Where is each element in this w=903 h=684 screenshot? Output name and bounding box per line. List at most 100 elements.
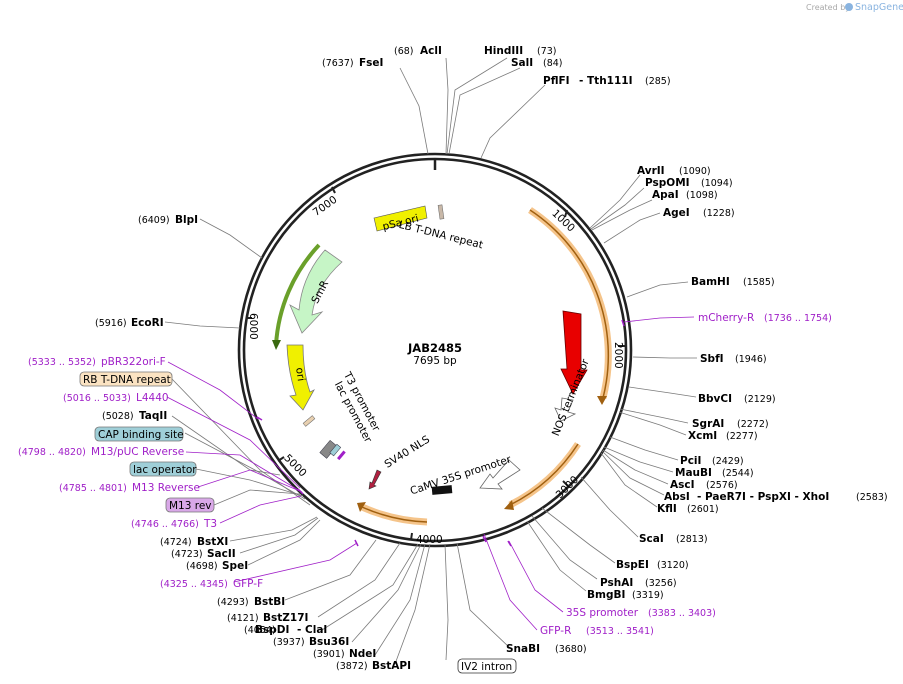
sacii-name: SacII: [207, 548, 236, 560]
sgrai-name: SgrAI: [692, 418, 724, 430]
apai-pos: (1098): [686, 190, 718, 201]
iv2-intron-marker: [431, 485, 453, 495]
cap-site-marker: [329, 443, 342, 457]
bsu36i-pos: (3937): [273, 637, 305, 648]
feature-arc-1-head: [597, 396, 607, 405]
absi-pos: (2583): [856, 492, 888, 503]
backbone-outer: [237, 152, 633, 548]
pflfi-pos: (285): [645, 76, 671, 87]
leader-lines: [164, 57, 697, 665]
mcherry-r-range: (1736 .. 1754): [764, 313, 832, 324]
iv2-intron-label: IV2 intron: [461, 661, 512, 673]
bstapi-name: BstAPI: [372, 660, 411, 672]
sv40-nls-label: SV40 NLS: [382, 433, 432, 470]
branding-name: SnapGene: [855, 2, 903, 13]
p35s-range: (3383 .. 3403): [648, 608, 716, 619]
bstbi-name: BstBI: [254, 596, 285, 608]
sgrai-pos: (2272): [737, 419, 769, 430]
asci-name: AscI: [670, 479, 695, 491]
hindiii-pos: (73): [537, 46, 557, 57]
tick-2000: 2000: [612, 342, 624, 369]
absi-name: AbsI: [664, 491, 690, 503]
feature-arc-3-line: [361, 506, 428, 523]
pflfi-extra: - Tth111I: [579, 75, 633, 87]
gfp-r-range: (3513 .. 3541): [586, 626, 654, 637]
blpi-pos: (6409): [138, 215, 170, 226]
bbvci-pos: (2129): [744, 394, 776, 405]
clai-name: - ClaI: [297, 624, 327, 636]
ori-label: ori: [293, 367, 307, 382]
tick-7000: 7000: [311, 194, 340, 219]
fsei-pos: (7637): [322, 58, 354, 69]
branding-prefix: Created by: [806, 3, 850, 12]
maubi-name: MauBI: [675, 467, 712, 479]
bspdi-name-visible: BspDI: [255, 624, 289, 636]
bamhi-pos: (1585): [743, 277, 775, 288]
feature-arc-2-head: [504, 500, 514, 510]
bamhi-name: BamHI: [691, 276, 730, 288]
m13-rev-label: M13 rev: [169, 500, 212, 512]
m13-reverse-name: M13 Reverse: [132, 482, 200, 494]
lb-repeat-marker: [437, 204, 445, 220]
pflfi-name: PflFI: [543, 75, 570, 87]
pshai-name: PshAI: [600, 577, 633, 589]
bstbi-pos: (4293): [217, 597, 249, 608]
apai-name: ApaI: [652, 189, 679, 201]
p35s-name: 35S promoter: [566, 607, 639, 619]
feature-arc-1-line: [529, 209, 610, 399]
bmgbi-pos: (3319): [632, 590, 664, 601]
rb-repeat-marker: [302, 415, 316, 427]
feature-arcs: [272, 207, 612, 526]
acli-name: AclI: [420, 45, 442, 57]
gfp-f-name: GFP-F: [233, 578, 263, 590]
avrii-name: AvrII: [637, 165, 665, 177]
nos-terminator-feature: [554, 397, 577, 422]
sv40-nls-feature: [368, 469, 382, 490]
rb-repeat-box: [79, 371, 173, 387]
smr-feature: [289, 249, 343, 334]
plasmid-name: JAB2485: [407, 341, 462, 355]
xcmi-name: XcmI: [688, 430, 717, 442]
green-arc-head: [272, 340, 281, 350]
blpi-name: BlpI: [175, 214, 198, 226]
lac-operator-label: lac operator: [133, 464, 197, 476]
rb-repeat-label: RB T-DNA repeat: [83, 374, 171, 386]
absi-extra: - PaeR7I - PspXI - XhoI: [697, 491, 829, 503]
camv35s-feature: [479, 459, 521, 490]
primer-marks: [256, 319, 625, 547]
bspei-name: BspEI: [616, 559, 649, 571]
primer-leader-lines: [166, 316, 695, 631]
t3-name: T3: [203, 518, 217, 530]
cap-site-label: CAP binding site: [98, 429, 184, 441]
feature-arc-2-line: [509, 443, 579, 506]
l4440-name: L4440: [136, 392, 169, 404]
tick-6000: 6000: [247, 313, 259, 340]
feature-arc-3: [360, 503, 428, 526]
lb-repeat-label: LB T-DNA repeat: [398, 219, 485, 252]
bstapi-pos: (3872): [336, 661, 368, 672]
bspdi-pos: (4054): [244, 625, 276, 636]
ndei-name: NdeI: [349, 648, 376, 660]
pcii-pos: (2429): [712, 456, 744, 467]
psa-ori-feature: [373, 205, 428, 232]
lac-operator-box: [129, 461, 197, 477]
snapgene-logo-icon: [845, 3, 853, 11]
sbfi-pos: (1946): [735, 354, 767, 365]
snapgene-branding: Created by SnapGene: [806, 2, 903, 13]
sali-pos: (84): [543, 58, 563, 69]
acli-pos: (68): [394, 46, 414, 57]
bstz17i-name: BstZ17I: [263, 612, 308, 624]
enzyme-labels: (68) AclI HindIII (73) (7637) FseI SalI …: [95, 45, 888, 672]
ecori-name: EcoRI: [131, 317, 164, 329]
sbfi-name: SbfI: [700, 353, 724, 365]
agei-pos: (1228): [703, 208, 735, 219]
maubi-pos: (2544): [722, 468, 754, 479]
scai-name: ScaI: [639, 533, 664, 545]
sacii-pos: (4723): [171, 549, 203, 560]
pshai-pos: (3256): [645, 578, 677, 589]
bstz17i-pos: (4121): [227, 613, 259, 624]
bmgbi-name: BmgBI: [587, 589, 625, 601]
backbone: [237, 152, 633, 548]
xcmi-pos: (2277): [726, 431, 758, 442]
